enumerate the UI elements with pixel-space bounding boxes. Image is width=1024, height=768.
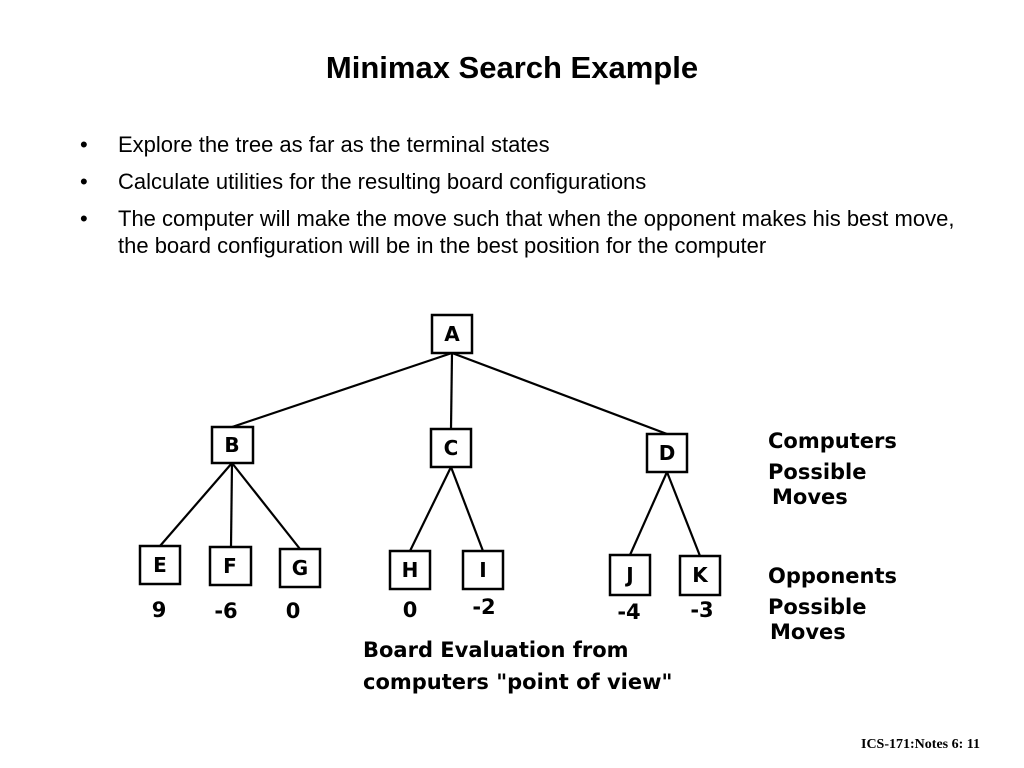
label-line: Moves xyxy=(772,485,848,509)
leaf-value-h: 0 xyxy=(403,598,418,622)
node-label: G xyxy=(292,556,308,580)
node-box xyxy=(278,547,322,589)
computer-level-label: Computers Possible Moves xyxy=(768,429,897,509)
caption-line: Board Evaluation from xyxy=(363,638,629,662)
caption-line: computers "point of view" xyxy=(363,670,672,694)
tree-node-h: H xyxy=(388,549,432,591)
bullet-text: Calculate utilities for the resulting bo… xyxy=(118,169,647,194)
tree-node-e: E xyxy=(138,544,182,586)
node-box xyxy=(210,425,255,465)
edge-c-h xyxy=(409,466,452,552)
tree-node-b: B xyxy=(210,425,255,465)
edge-c-i xyxy=(449,466,485,552)
leaf-value-g: 0 xyxy=(286,599,301,623)
node-label: F xyxy=(223,554,237,578)
bullet-item: • Calculate utilities for the resulting … xyxy=(78,168,958,195)
edge-a-d xyxy=(451,351,668,436)
leaf-value-j: -4 xyxy=(617,600,640,624)
label-line: Possible xyxy=(768,460,867,484)
tree-edges xyxy=(159,351,702,557)
node-label: I xyxy=(479,558,486,582)
bullet-text: Explore the tree as far as the terminal … xyxy=(118,132,550,157)
bullet-list: • Explore the tree as far as the termina… xyxy=(78,131,958,281)
node-label: K xyxy=(692,563,709,587)
edge-d-k xyxy=(665,471,702,557)
bullet-text: The computer will make the move such tha… xyxy=(118,206,955,258)
bullet-dot: • xyxy=(80,206,88,231)
node-box xyxy=(608,553,652,597)
opponent-level-label: Opponents Possible Moves xyxy=(768,564,897,644)
tree-node-c: C xyxy=(429,427,473,469)
edge-b-f xyxy=(229,462,234,548)
tree-node-j: J xyxy=(608,553,652,597)
node-box xyxy=(388,549,432,591)
tree-node-i: I xyxy=(461,549,505,591)
node-box xyxy=(429,427,473,469)
node-label: E xyxy=(153,553,167,577)
node-box xyxy=(208,545,253,587)
leaf-value-e: 9 xyxy=(152,598,167,622)
evaluation-caption: Board Evaluation from computers "point o… xyxy=(363,638,672,694)
node-box xyxy=(645,432,689,474)
tree-node-a: A xyxy=(430,313,474,355)
node-label: H xyxy=(402,558,419,582)
bullet-item: • Explore the tree as far as the termina… xyxy=(78,131,958,158)
slide-footer: ICS-171:Notes 6: 11 xyxy=(861,737,980,752)
leaf-value-f: -6 xyxy=(214,599,237,623)
bullet-dot: • xyxy=(80,169,88,194)
edge-b-g xyxy=(231,462,301,550)
slide-title: Minimax Search Example xyxy=(325,50,699,85)
node-label: C xyxy=(444,436,459,460)
label-line: Moves xyxy=(770,620,846,644)
edge-a-c xyxy=(449,352,454,430)
label-line: Possible xyxy=(768,595,867,619)
node-label: B xyxy=(224,433,239,457)
tree-node-k: K xyxy=(678,554,722,597)
label-line: Computers xyxy=(768,429,897,453)
leaf-values: 9 -6 0 0 -2 -4 -3 xyxy=(152,595,714,624)
leaf-value-i: -2 xyxy=(472,595,495,619)
node-label: J xyxy=(624,563,633,587)
node-box xyxy=(461,549,505,591)
tree-node-f: F xyxy=(208,545,253,587)
minimax-tree-diagram: A B C D E F G H I J K 9 -6 xyxy=(138,313,897,694)
tree-node-g: G xyxy=(278,547,322,589)
edge-a-b xyxy=(231,351,453,429)
node-box xyxy=(430,313,474,355)
tree-node-d: D xyxy=(645,432,689,474)
node-label: D xyxy=(659,441,676,465)
bullet-dot: • xyxy=(80,132,88,157)
bullet-item: • The computer will make the move such t… xyxy=(78,205,958,259)
edge-b-e xyxy=(159,462,233,547)
leaf-value-k: -3 xyxy=(690,598,713,622)
node-box xyxy=(678,554,722,597)
edge-d-j xyxy=(628,471,669,556)
node-box xyxy=(138,544,182,586)
node-label: A xyxy=(444,322,460,346)
label-line: Opponents xyxy=(768,564,897,588)
